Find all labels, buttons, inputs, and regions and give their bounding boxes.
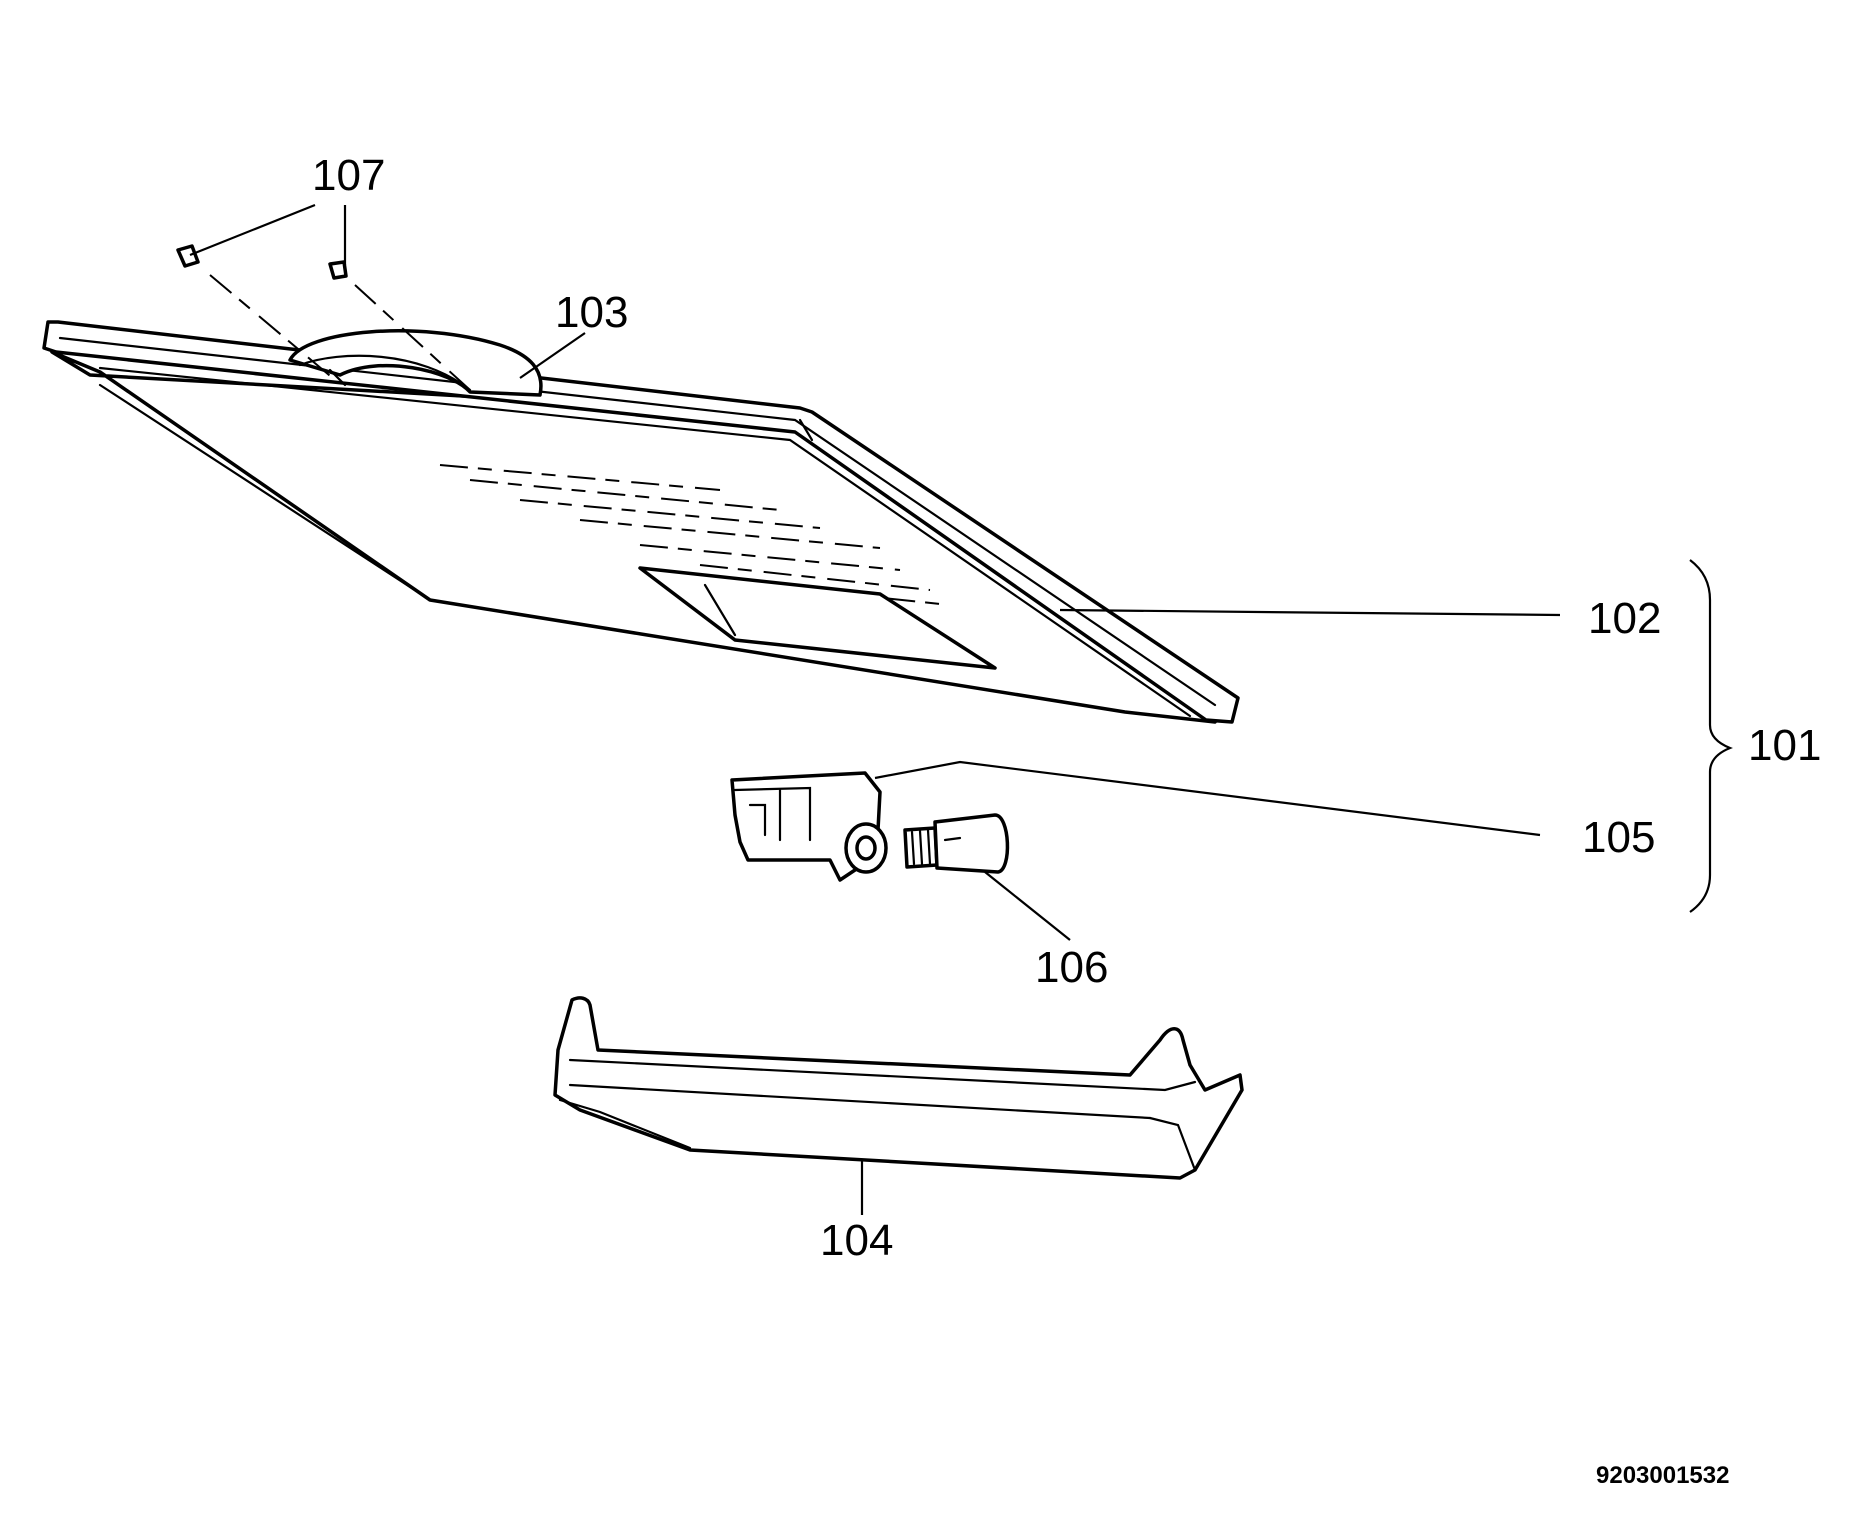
callout-104: 104 — [820, 1216, 893, 1265]
screw-left — [176, 244, 200, 268]
callout-102: 102 — [1588, 594, 1661, 643]
lamp-holder — [730, 771, 888, 882]
leader-lines — [189, 203, 1561, 1215]
lid-panel — [42, 320, 1240, 724]
document-number: 9203001532 — [1596, 1462, 1729, 1489]
handle — [288, 329, 543, 397]
callout-103: 103 — [555, 288, 628, 337]
front-trim — [553, 996, 1244, 1180]
callout-105: 105 — [1582, 813, 1655, 862]
group-brace — [1689, 559, 1733, 913]
vent-slots — [439, 464, 951, 606]
screw-right — [328, 260, 348, 280]
lid-window — [638, 566, 997, 670]
callout-106: 106 — [1035, 943, 1108, 992]
callout-101: 101 — [1748, 721, 1821, 770]
lamp-bulb — [903, 813, 1010, 874]
callout-107: 107 — [312, 151, 385, 200]
